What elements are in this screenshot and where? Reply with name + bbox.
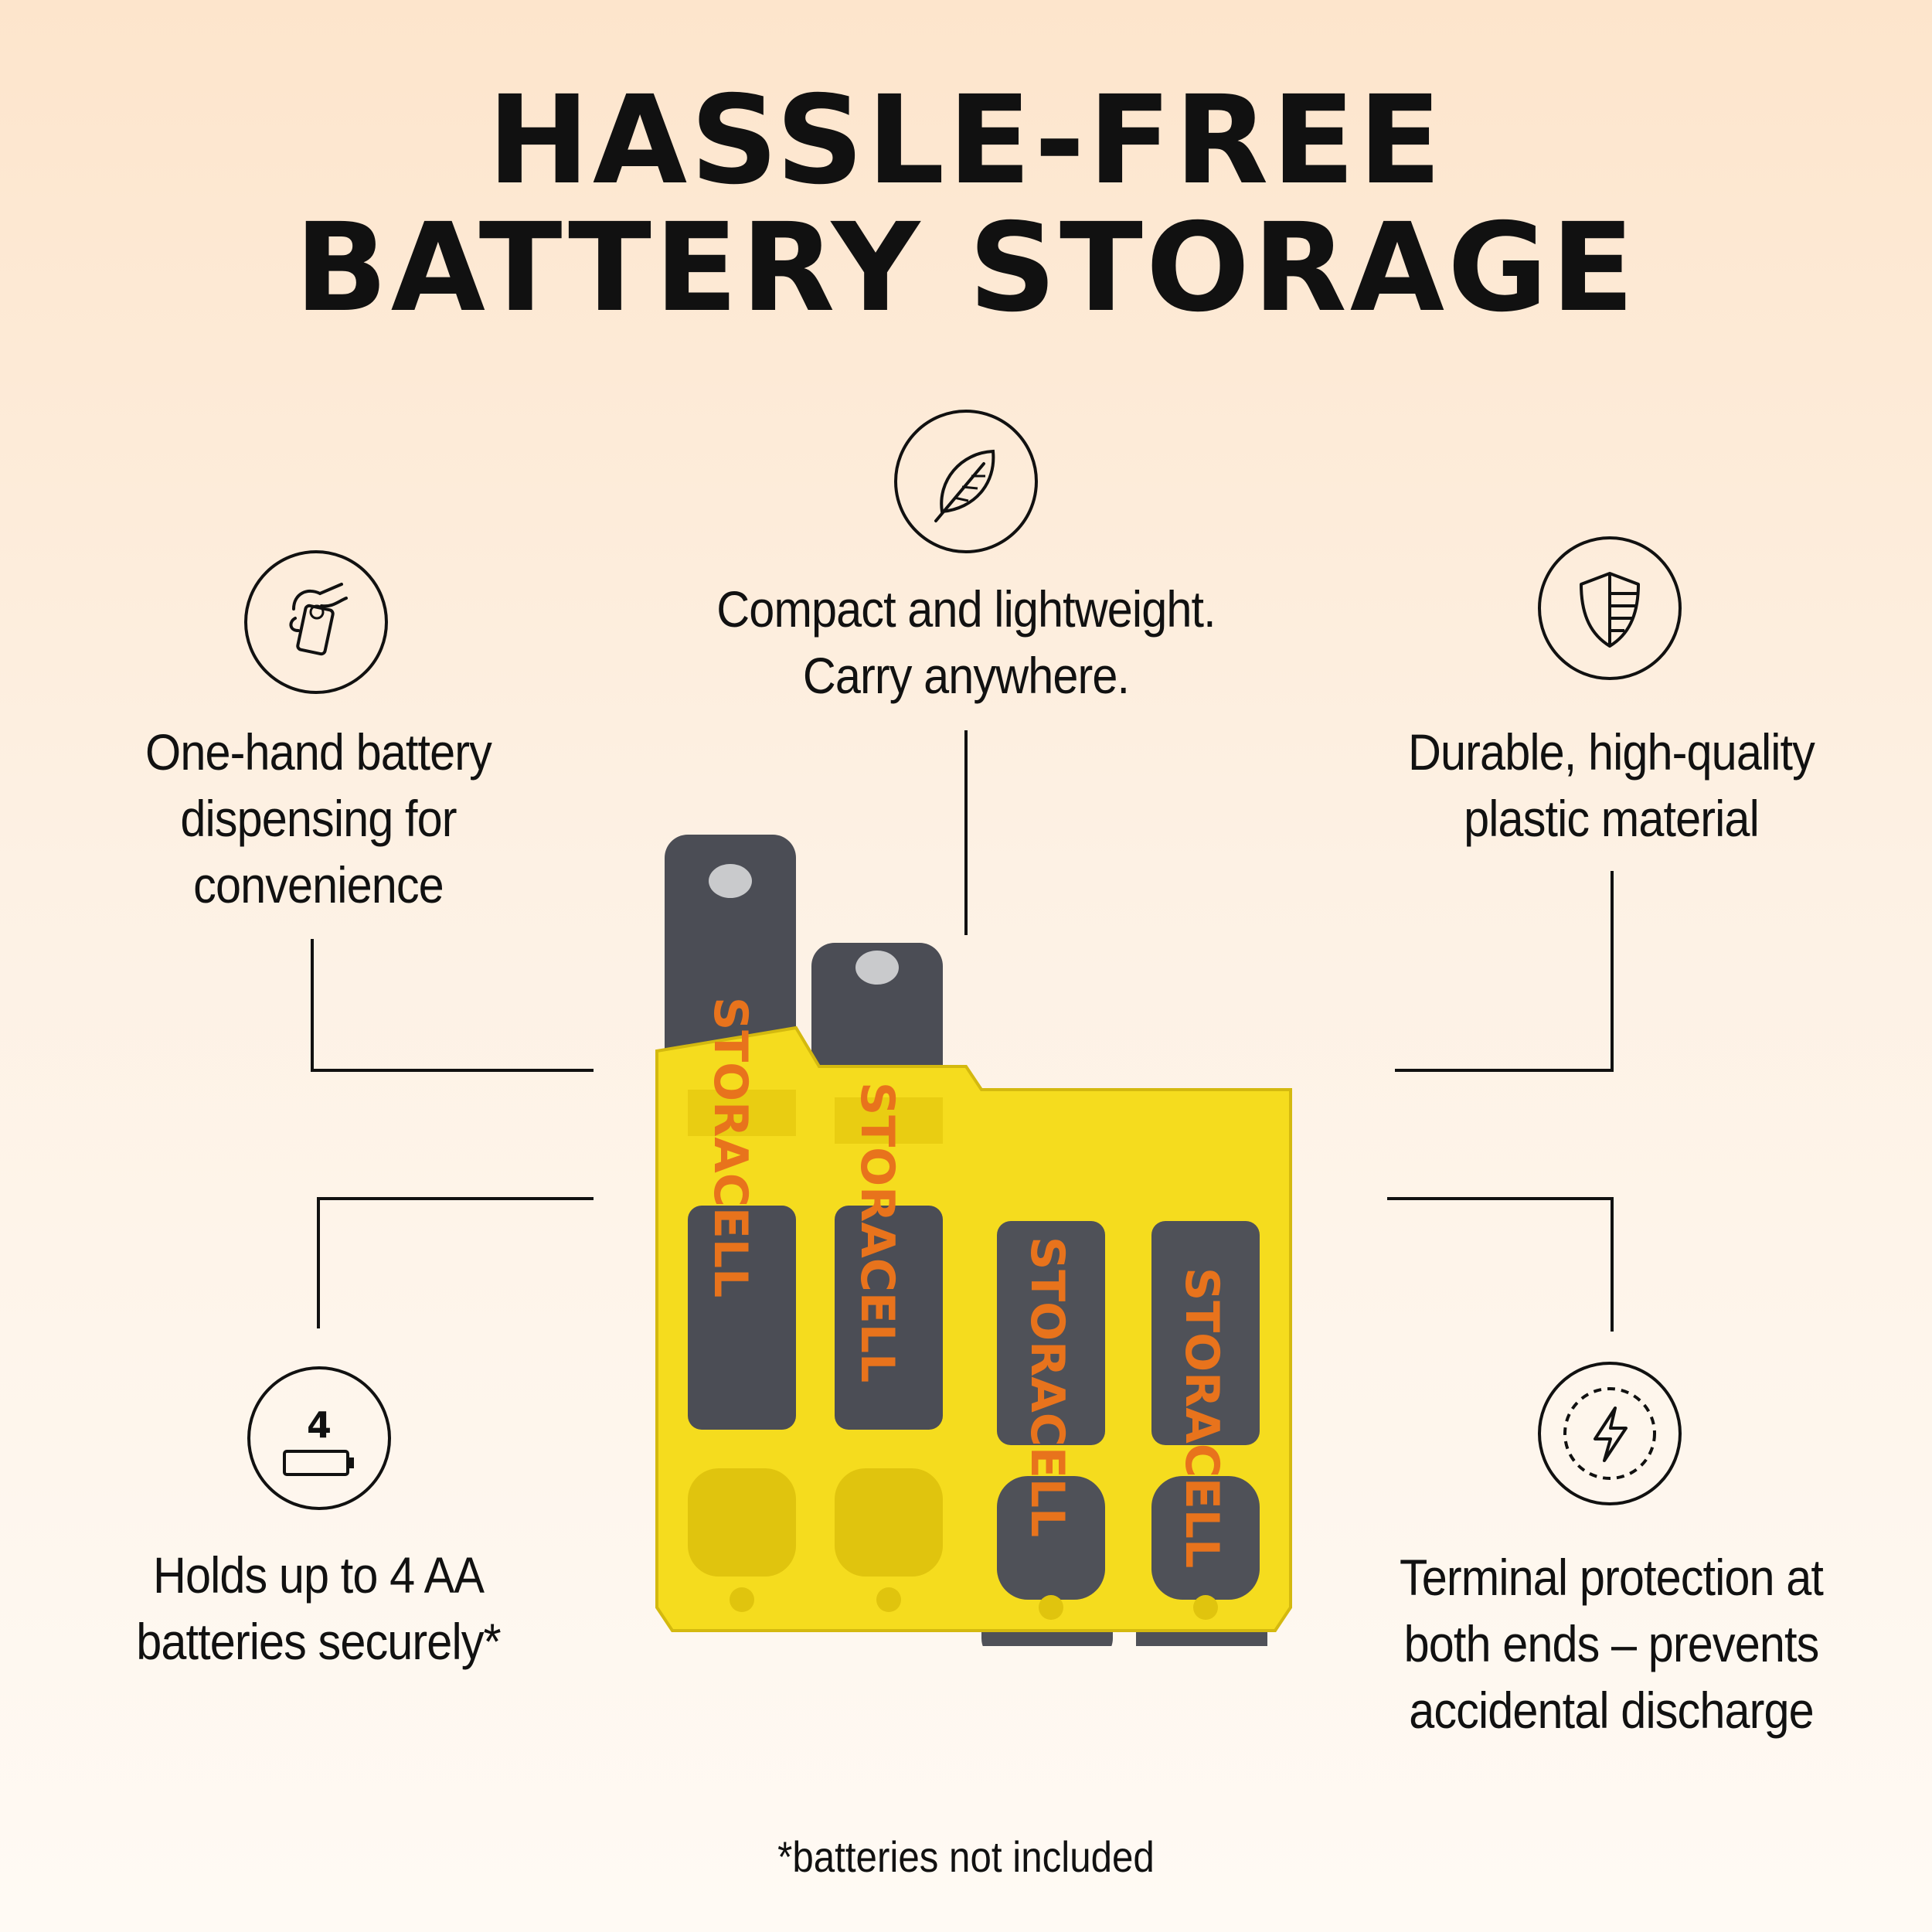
title-line-2: BATTERY STORAGE: [294, 197, 1638, 339]
battery-label-4: STORACELL: [1175, 1267, 1229, 1568]
connector-line-lower-left: [317, 1197, 320, 1328]
connector-line-upper-left-h: [311, 1069, 594, 1072]
hand-battery-icon: [244, 550, 388, 694]
lightning-bolt-icon: [1538, 1362, 1682, 1505]
yellow-case: [655, 1026, 1292, 1632]
connector-line-upper-right: [1611, 871, 1614, 1072]
connector-line-upper-right-h: [1395, 1069, 1614, 1072]
battery-count-number: 4: [307, 1404, 332, 1446]
battery-label-1: STORACELL: [703, 997, 757, 1298]
page-title: HASSLE-FREE BATTERY STORAGE: [0, 77, 1932, 332]
title-line-1: HASSLE-FREE: [487, 70, 1445, 212]
feather-icon: [894, 410, 1038, 553]
battery-label-2: STORACELL: [850, 1082, 904, 1383]
battery-count-icon: 4: [247, 1366, 391, 1510]
battery-case-product: STORACELL STORACELL STORACELL STORACELL: [655, 835, 1292, 1646]
feature-compact-text: Compact and lightweight. Carry anywhere.: [716, 580, 1216, 704]
shield-icon: [1538, 536, 1682, 680]
connector-line-lower-right: [1611, 1197, 1614, 1332]
footnote: *batteries not included: [777, 1832, 1155, 1881]
feature-terminal-text: Terminal protection at both ends – preve…: [1399, 1549, 1824, 1739]
battery-label-3: STORACELL: [1020, 1236, 1074, 1537]
connector-line-upper-left: [311, 939, 314, 1072]
feature-one-hand-text: One-hand battery dispensing for convenie…: [145, 723, 492, 913]
feature-durable-text: Durable, high-quality plastic material: [1408, 723, 1815, 847]
feature-holds-text: Holds up to 4 AA batteries securely*: [136, 1546, 501, 1670]
connector-line-lower-left-h: [317, 1197, 594, 1200]
connector-line-top: [964, 730, 968, 935]
connector-line-lower-right-h: [1387, 1197, 1614, 1200]
